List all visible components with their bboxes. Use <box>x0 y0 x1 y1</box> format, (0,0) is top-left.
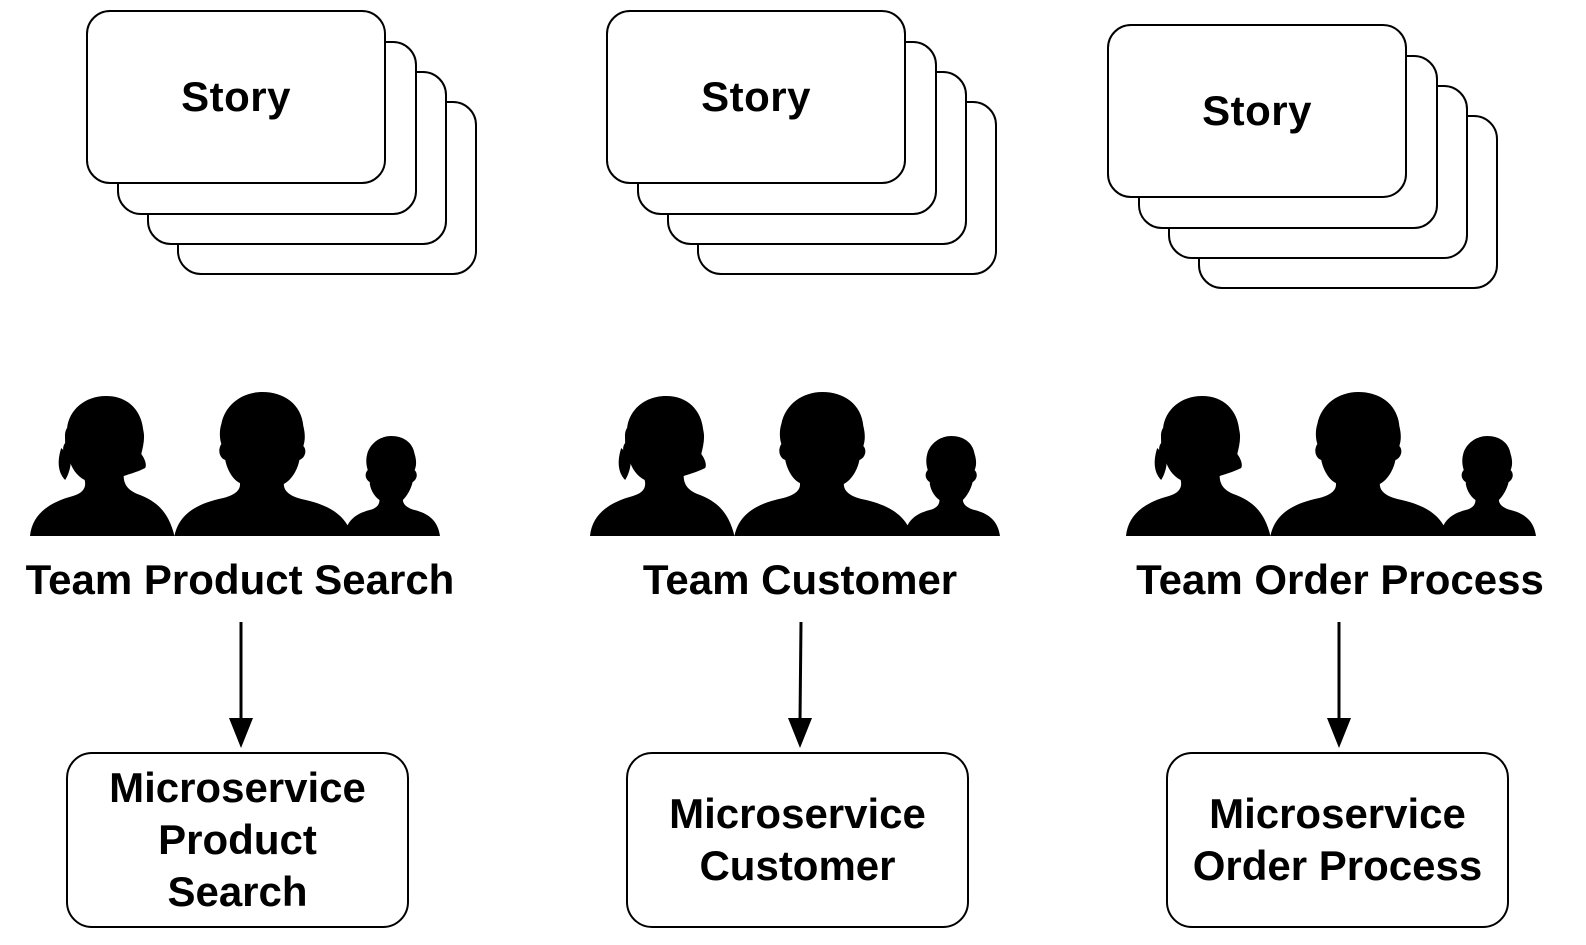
arrow-down-icon <box>788 622 812 748</box>
team-label: Team Customer <box>642 556 958 603</box>
microservice-label-line-2: Product <box>158 816 317 863</box>
microservice-label-line-1: Microservice <box>669 790 926 837</box>
microservice-label-line-1: Microservice <box>1209 790 1466 837</box>
microservice-label-line-3: Search <box>167 868 308 915</box>
column-customer: Story Team Customer Microservice Custome… <box>520 0 1040 945</box>
microservice-label-line-2: Order Process <box>1192 842 1483 889</box>
team-people-silhouette-icon <box>30 392 440 536</box>
story-card-stack: Story <box>86 10 486 280</box>
story-card: Story <box>86 10 386 184</box>
story-label: Story <box>701 73 811 120</box>
microservice-box: Microservice Order Process <box>1166 752 1509 928</box>
arrow-down-icon <box>229 622 253 748</box>
team-label: Team Product Search <box>25 556 455 603</box>
team-people-silhouette-icon <box>590 392 1000 536</box>
story-card: Story <box>1107 24 1407 198</box>
story-label: Story <box>1202 87 1312 134</box>
microservice-box: Microservice Product Search <box>66 752 409 928</box>
story-card: Story <box>606 10 906 184</box>
story-card-stack: Story <box>1107 24 1507 294</box>
team-label: Team Order Process <box>1136 556 1544 603</box>
story-label: Story <box>181 73 291 120</box>
column-product-search: Story Team Product Search Microservice P… <box>0 0 520 945</box>
microservice-label-line-2: Customer <box>699 842 896 889</box>
story-card-stack: Story <box>606 10 1006 280</box>
column-order-process: Story Team Order Process Microservice Or… <box>1040 0 1586 945</box>
arrow-down-icon <box>1327 622 1351 748</box>
microservice-box: Microservice Customer <box>626 752 969 928</box>
microservice-label-line-1: Microservice <box>109 764 366 811</box>
team-people-silhouette-icon <box>1126 392 1536 536</box>
